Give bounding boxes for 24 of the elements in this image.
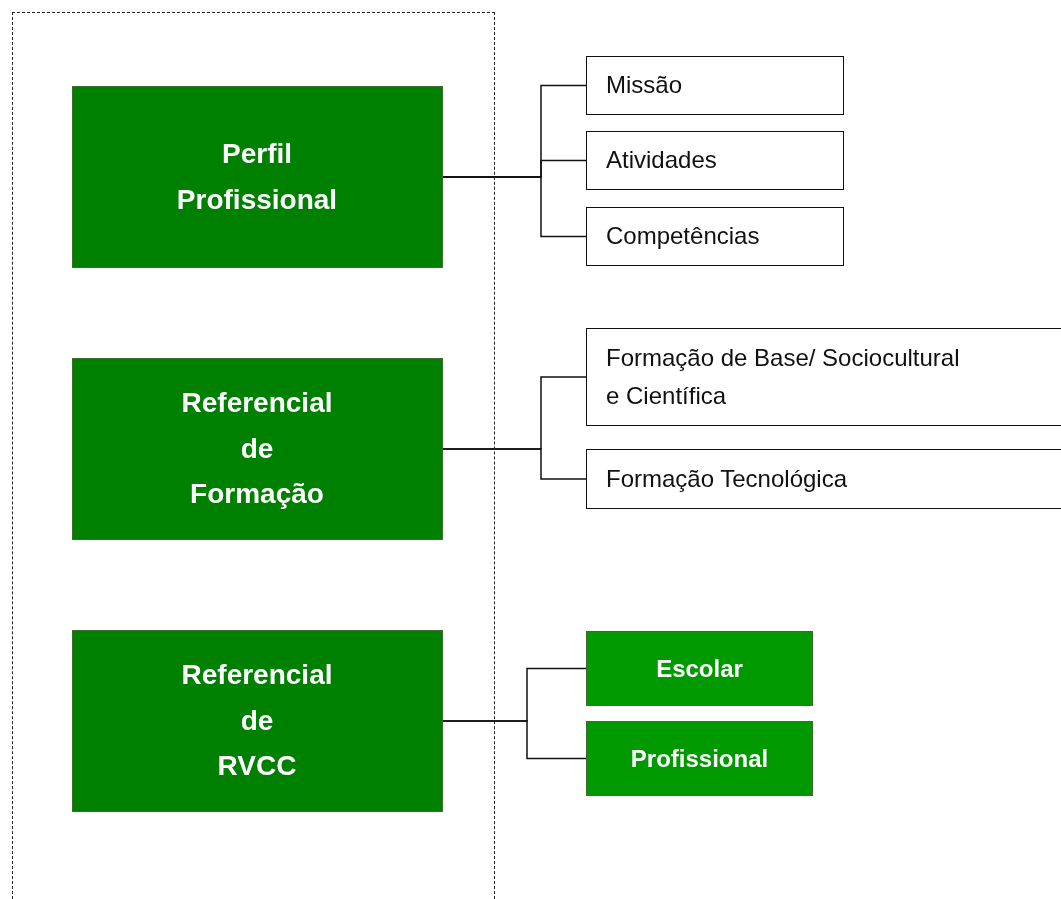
box-label: Profissional: [630, 744, 769, 773]
subcategory-box: [586, 721, 813, 796]
box-label: Formação de Base/ Sociocultural e Científica: [606, 342, 961, 411]
item-box: [586, 131, 844, 190]
box-label: Missão: [606, 70, 683, 101]
subcategory-box: [586, 631, 813, 706]
connector-line: [442, 448, 587, 480]
box-label: Competências: [606, 221, 760, 252]
box-label: Escolar: [656, 654, 743, 683]
item-box: [586, 328, 1061, 426]
connector-line: [442, 720, 587, 760]
category-box: [71, 85, 443, 268]
category-box: [71, 357, 443, 540]
category-box: [71, 629, 443, 812]
box-label: Formação Tecnológica: [606, 463, 848, 494]
box-label: Atividades: [606, 145, 717, 176]
item-box: [586, 207, 844, 266]
item-box: [586, 449, 1061, 509]
item-box: [586, 56, 844, 115]
box-label: Referencial de RVCC: [180, 658, 334, 784]
box-label: Perfil Profissional: [175, 137, 339, 217]
connector-line: [442, 176, 587, 238]
box-label: Referencial de Formação: [180, 386, 334, 512]
dashed-frame: [12, 12, 495, 899]
